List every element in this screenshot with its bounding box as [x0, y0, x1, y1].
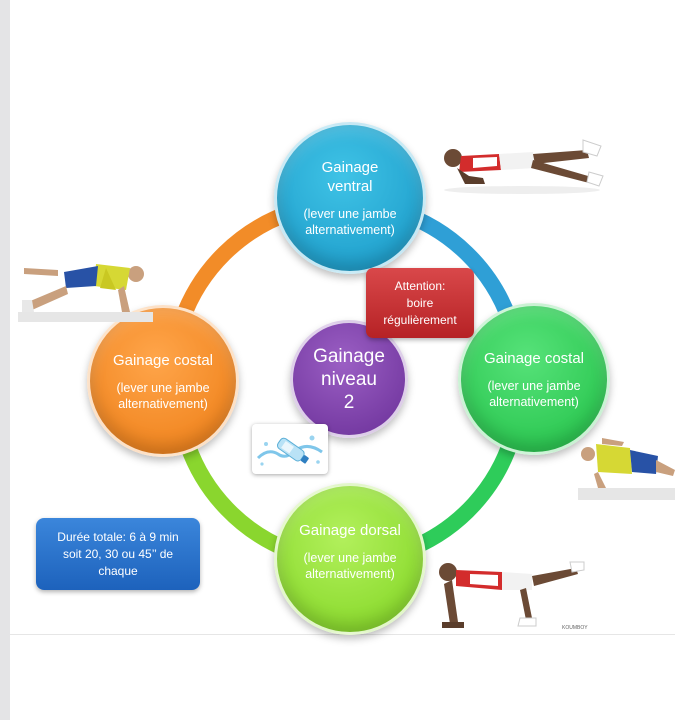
node-subtitle: (lever une jambe alternativement)	[116, 380, 210, 411]
node-gainage-ventral: Gainage ventral (lever une jambe alterna…	[274, 122, 426, 274]
node-title: Gainage dorsal	[299, 521, 401, 539]
node-title: Gainage costal	[483, 349, 585, 367]
side-plank-figure-icon	[578, 438, 675, 500]
node-subtitle: (lever une jambe alternativement)	[487, 378, 581, 409]
plank-figure-icon	[444, 139, 604, 194]
center-node-gainage-niveau: Gainage niveau 2	[290, 320, 408, 438]
warning-callout: Attention: boire régulièrement	[366, 268, 474, 338]
side-plank-figure-icon	[18, 264, 153, 322]
node-gainage-costal-left: Gainage costal (lever une jambe alternat…	[87, 305, 239, 457]
node-subtitle: (lever une jambe alternativement)	[303, 207, 397, 237]
node-gainage-dorsal: Gainage dorsal (lever une jambe alternat…	[274, 483, 426, 635]
ring-arc-bottom-right	[408, 435, 520, 556]
water-bottle-icon	[252, 424, 328, 474]
page-edge-strip	[0, 0, 10, 720]
center-title: Gainage niveau 2	[313, 345, 385, 413]
reverse-plank-figure-icon	[439, 561, 585, 628]
duration-callout: Durée totale: 6 à 9 min soit 20, 30 ou 4…	[36, 518, 200, 590]
node-subtitle: (lever une jambe alternativement)	[303, 550, 397, 581]
image-watermark: KOUMBOY	[562, 625, 588, 631]
node-gainage-costal-right: Gainage costal (lever une jambe alternat…	[458, 303, 610, 455]
ring-arc-bottom-left	[180, 443, 292, 558]
ring-arc-top-left	[174, 204, 295, 323]
node-title: Gainage costal	[112, 351, 214, 369]
node-title: Gainage ventral	[321, 159, 379, 195]
